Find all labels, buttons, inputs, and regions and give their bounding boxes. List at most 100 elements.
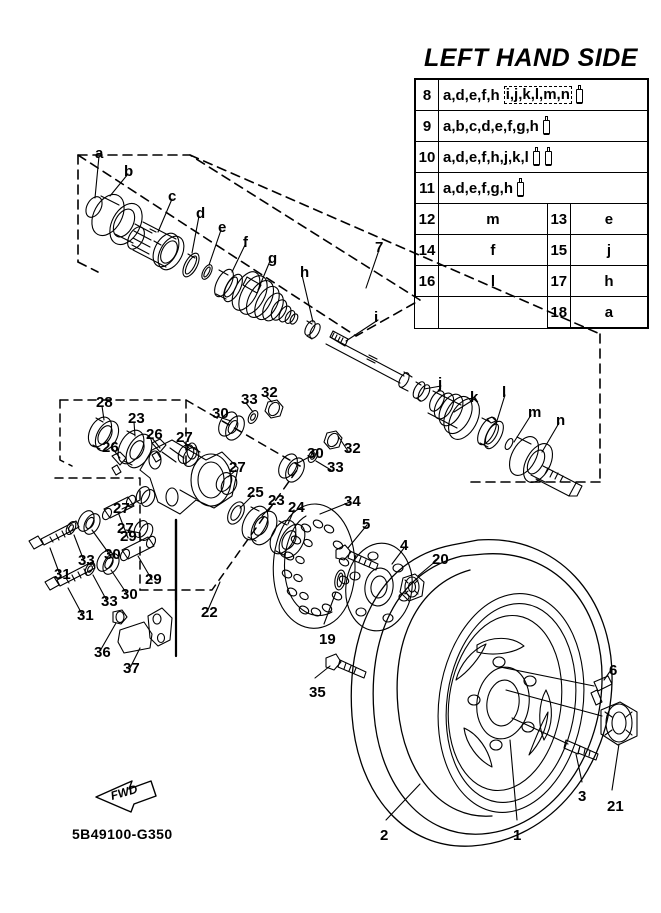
grease-tube-icon xyxy=(544,147,553,167)
application-table: 8 a,d,e,f,h i,j,k,l,m,n 9 a,b,c,d,e,f,g,… xyxy=(414,78,649,329)
part-36-bolt xyxy=(112,609,128,625)
part-27-nut-c xyxy=(135,486,156,507)
part-26-grease-nipple-lower xyxy=(111,451,127,476)
callout-32: 32 xyxy=(261,384,278,401)
row-value-right: j xyxy=(569,234,649,266)
row-index: 8 xyxy=(415,79,439,111)
part-30-collar-lowleft-a xyxy=(77,510,101,535)
part-30-collar-lowleft-b xyxy=(96,550,120,575)
callout-22: 22 xyxy=(201,604,218,621)
callout-a: a xyxy=(95,145,104,162)
part-e-washer xyxy=(201,264,213,280)
callout-h: h xyxy=(300,264,310,281)
row-index-left xyxy=(415,296,439,328)
callout-i: i xyxy=(374,309,379,326)
callout-d: d xyxy=(196,205,206,222)
row-value-left: f xyxy=(438,234,548,266)
part-k-outer-boot xyxy=(427,390,480,440)
callout-37: 37 xyxy=(123,660,140,677)
callout-n: n xyxy=(556,412,566,429)
part-21-wheel-nut xyxy=(600,701,638,746)
row-value-text: a,b,c,d,e,f,g,h xyxy=(443,117,539,135)
part-29-collar-lower xyxy=(119,535,157,562)
part-31-bolt-lower xyxy=(44,561,96,591)
table-row: 14 f 15 j xyxy=(415,234,649,266)
part-g-cv-boot xyxy=(231,271,299,325)
row-value: a,d,e,f,h,j,k,l xyxy=(438,141,648,173)
callout-32: 32 xyxy=(344,440,361,457)
table-row: 16 l 17 h xyxy=(415,265,649,297)
callout-20: 20 xyxy=(432,551,449,568)
callout-33: 33 xyxy=(241,391,258,408)
part-25-circlip xyxy=(227,501,245,525)
callout-g: g xyxy=(268,250,278,267)
callout-19: 19 xyxy=(319,631,336,648)
callout-30: 30 xyxy=(121,586,138,603)
table-row: 18 a xyxy=(415,296,649,328)
callout-30: 30 xyxy=(307,445,324,462)
callout-27: 27 xyxy=(113,500,130,517)
callout-f: f xyxy=(243,234,248,251)
callout-23: 23 xyxy=(268,492,285,509)
callout-31: 31 xyxy=(77,607,94,624)
part-35-bolt xyxy=(325,653,367,679)
part-1-wheel-rim xyxy=(437,593,585,813)
callout-7: 7 xyxy=(375,239,384,256)
row-value-right: h xyxy=(569,265,649,297)
grease-tube-icon xyxy=(575,85,584,105)
part-2-tire xyxy=(350,539,613,847)
callout-31: 31 xyxy=(54,566,71,583)
row-value-text: a,d,e,f,g,h xyxy=(443,179,514,197)
part-5-bolt xyxy=(335,544,379,571)
table-title: LEFT HAND SIDE xyxy=(424,44,638,72)
callout-e: e xyxy=(218,219,227,236)
row-index-left: 14 xyxy=(415,234,439,266)
part-a-circlip xyxy=(85,196,103,218)
callout-2: 2 xyxy=(380,827,389,844)
part-b-joint-housing xyxy=(91,193,143,246)
callout-m: m xyxy=(528,404,542,421)
callout-27: 27 xyxy=(229,459,246,476)
part-i-drive-shaft xyxy=(325,330,413,392)
row-value-right: a xyxy=(569,296,649,328)
part-30-collar-upper xyxy=(218,411,245,441)
leader-lines xyxy=(49,155,620,821)
part-32-nut-upper xyxy=(264,399,284,419)
part-37-bracket xyxy=(117,598,178,658)
part-knuckle-carrier xyxy=(139,439,239,515)
part-3-valve-stem xyxy=(563,739,599,761)
row-value-left: l xyxy=(438,265,548,297)
callout-29: 29 xyxy=(145,571,162,588)
callout-6: 6 xyxy=(609,662,618,679)
callout-29: 29 xyxy=(120,528,137,545)
callout-33: 33 xyxy=(327,459,344,476)
table-row: 9 a,b,c,d,e,f,g,h xyxy=(415,110,648,142)
callout-5: 5 xyxy=(362,516,371,533)
part-m-seal-ring xyxy=(504,437,514,451)
callout-33: 33 xyxy=(101,593,118,610)
callout-27: 27 xyxy=(117,520,134,537)
callout-28: 28 xyxy=(96,394,113,411)
grease-tube-icon xyxy=(542,116,551,136)
row-value: a,b,c,d,e,f,g,h xyxy=(438,110,648,142)
row-value-right: e xyxy=(569,203,649,235)
part-24-oil-seal-right xyxy=(269,519,306,559)
table-row: 11 a,d,e,f,g,h xyxy=(415,172,648,204)
callout-24: 24 xyxy=(288,499,305,516)
callout-23: 23 xyxy=(128,410,145,427)
part-6-wheel-stud xyxy=(590,675,613,706)
row-value-left xyxy=(438,296,548,328)
part-f-boot-band xyxy=(214,268,243,303)
row-index: 9 xyxy=(415,110,439,142)
row-value-left: m xyxy=(438,203,548,235)
dashed-box-inner-cv-kit xyxy=(77,154,421,337)
row-value: a,d,e,f,h i,j,k,l,m,n xyxy=(438,79,648,111)
part-c-inner-race xyxy=(127,221,185,271)
callout-c: c xyxy=(168,188,177,205)
part-28-oil-seal xyxy=(87,416,120,452)
callout-27: 27 xyxy=(176,429,193,446)
part-j-small-clamp xyxy=(412,381,431,402)
part-d-snap-ring xyxy=(182,252,200,278)
callout-25: 25 xyxy=(247,484,264,501)
